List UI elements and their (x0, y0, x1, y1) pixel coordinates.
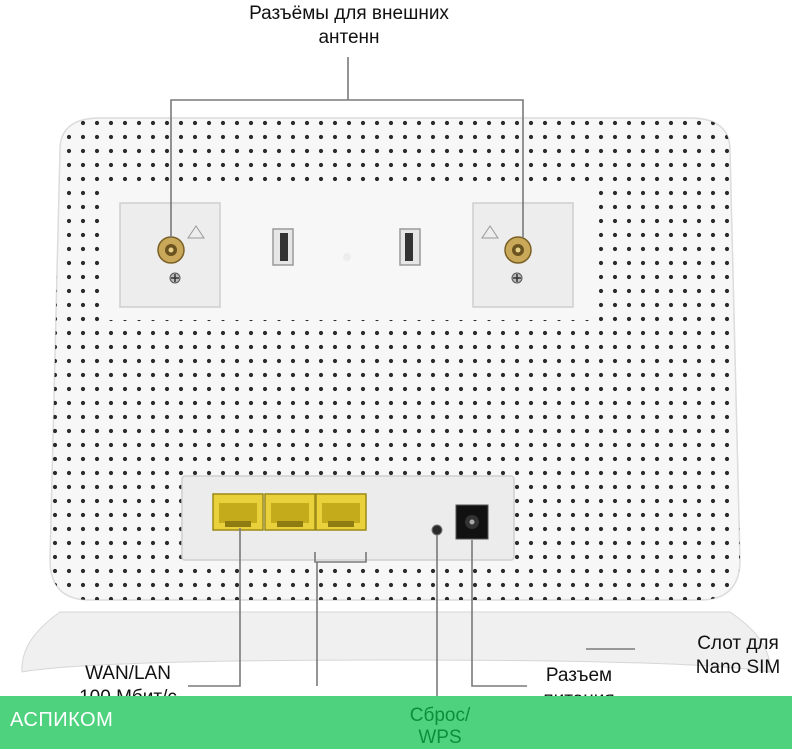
footer-bar (0, 696, 792, 749)
antenna-label-line2: антенн (318, 27, 380, 48)
ethernet-port-1 (212, 493, 264, 531)
power-label-line1: Разъем (545, 665, 613, 686)
screw-icon (169, 272, 181, 284)
router-stand (21, 611, 771, 673)
left-antenna-connector (157, 236, 185, 264)
reset-wps-label-line1: Сброс/ (409, 705, 471, 726)
reset-button (431, 524, 443, 536)
wan-lan-label-line1: WAN/LAN (85, 663, 171, 684)
ethernet-port-3 (315, 493, 367, 531)
brand-label: АСПИКОМ (10, 709, 114, 731)
power-jack (455, 504, 489, 540)
sim-slot-label-line1: Слот для (697, 633, 779, 654)
screw-icon (511, 272, 523, 284)
leader-lines (170, 57, 635, 708)
right-antenna-connector (504, 236, 532, 264)
sim-slot-label-line2: Nano SIM (695, 657, 781, 678)
antenna-label-line1: Разъёмы для внешних (249, 3, 449, 24)
ethernet-port-2 (264, 493, 316, 531)
reset-wps-label-line2: WPS (418, 727, 462, 748)
